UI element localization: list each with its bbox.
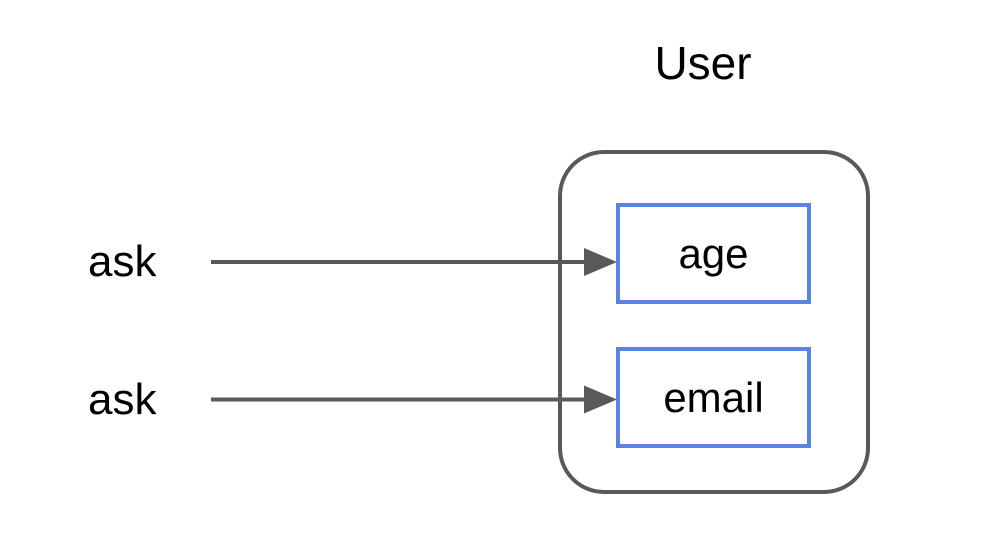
field-box-email: email — [616, 347, 811, 448]
field-box-age: age — [616, 203, 811, 304]
ask-arrow-age — [211, 248, 617, 276]
field-label-email: email — [663, 373, 764, 421]
user-container-shape — [558, 150, 870, 494]
user-container-title: User — [654, 37, 752, 89]
ask-label-email: ask — [88, 375, 157, 424]
ask-label-age: ask — [88, 237, 157, 286]
ask-arrow-email — [211, 385, 617, 414]
field-label-age: age — [678, 229, 749, 277]
